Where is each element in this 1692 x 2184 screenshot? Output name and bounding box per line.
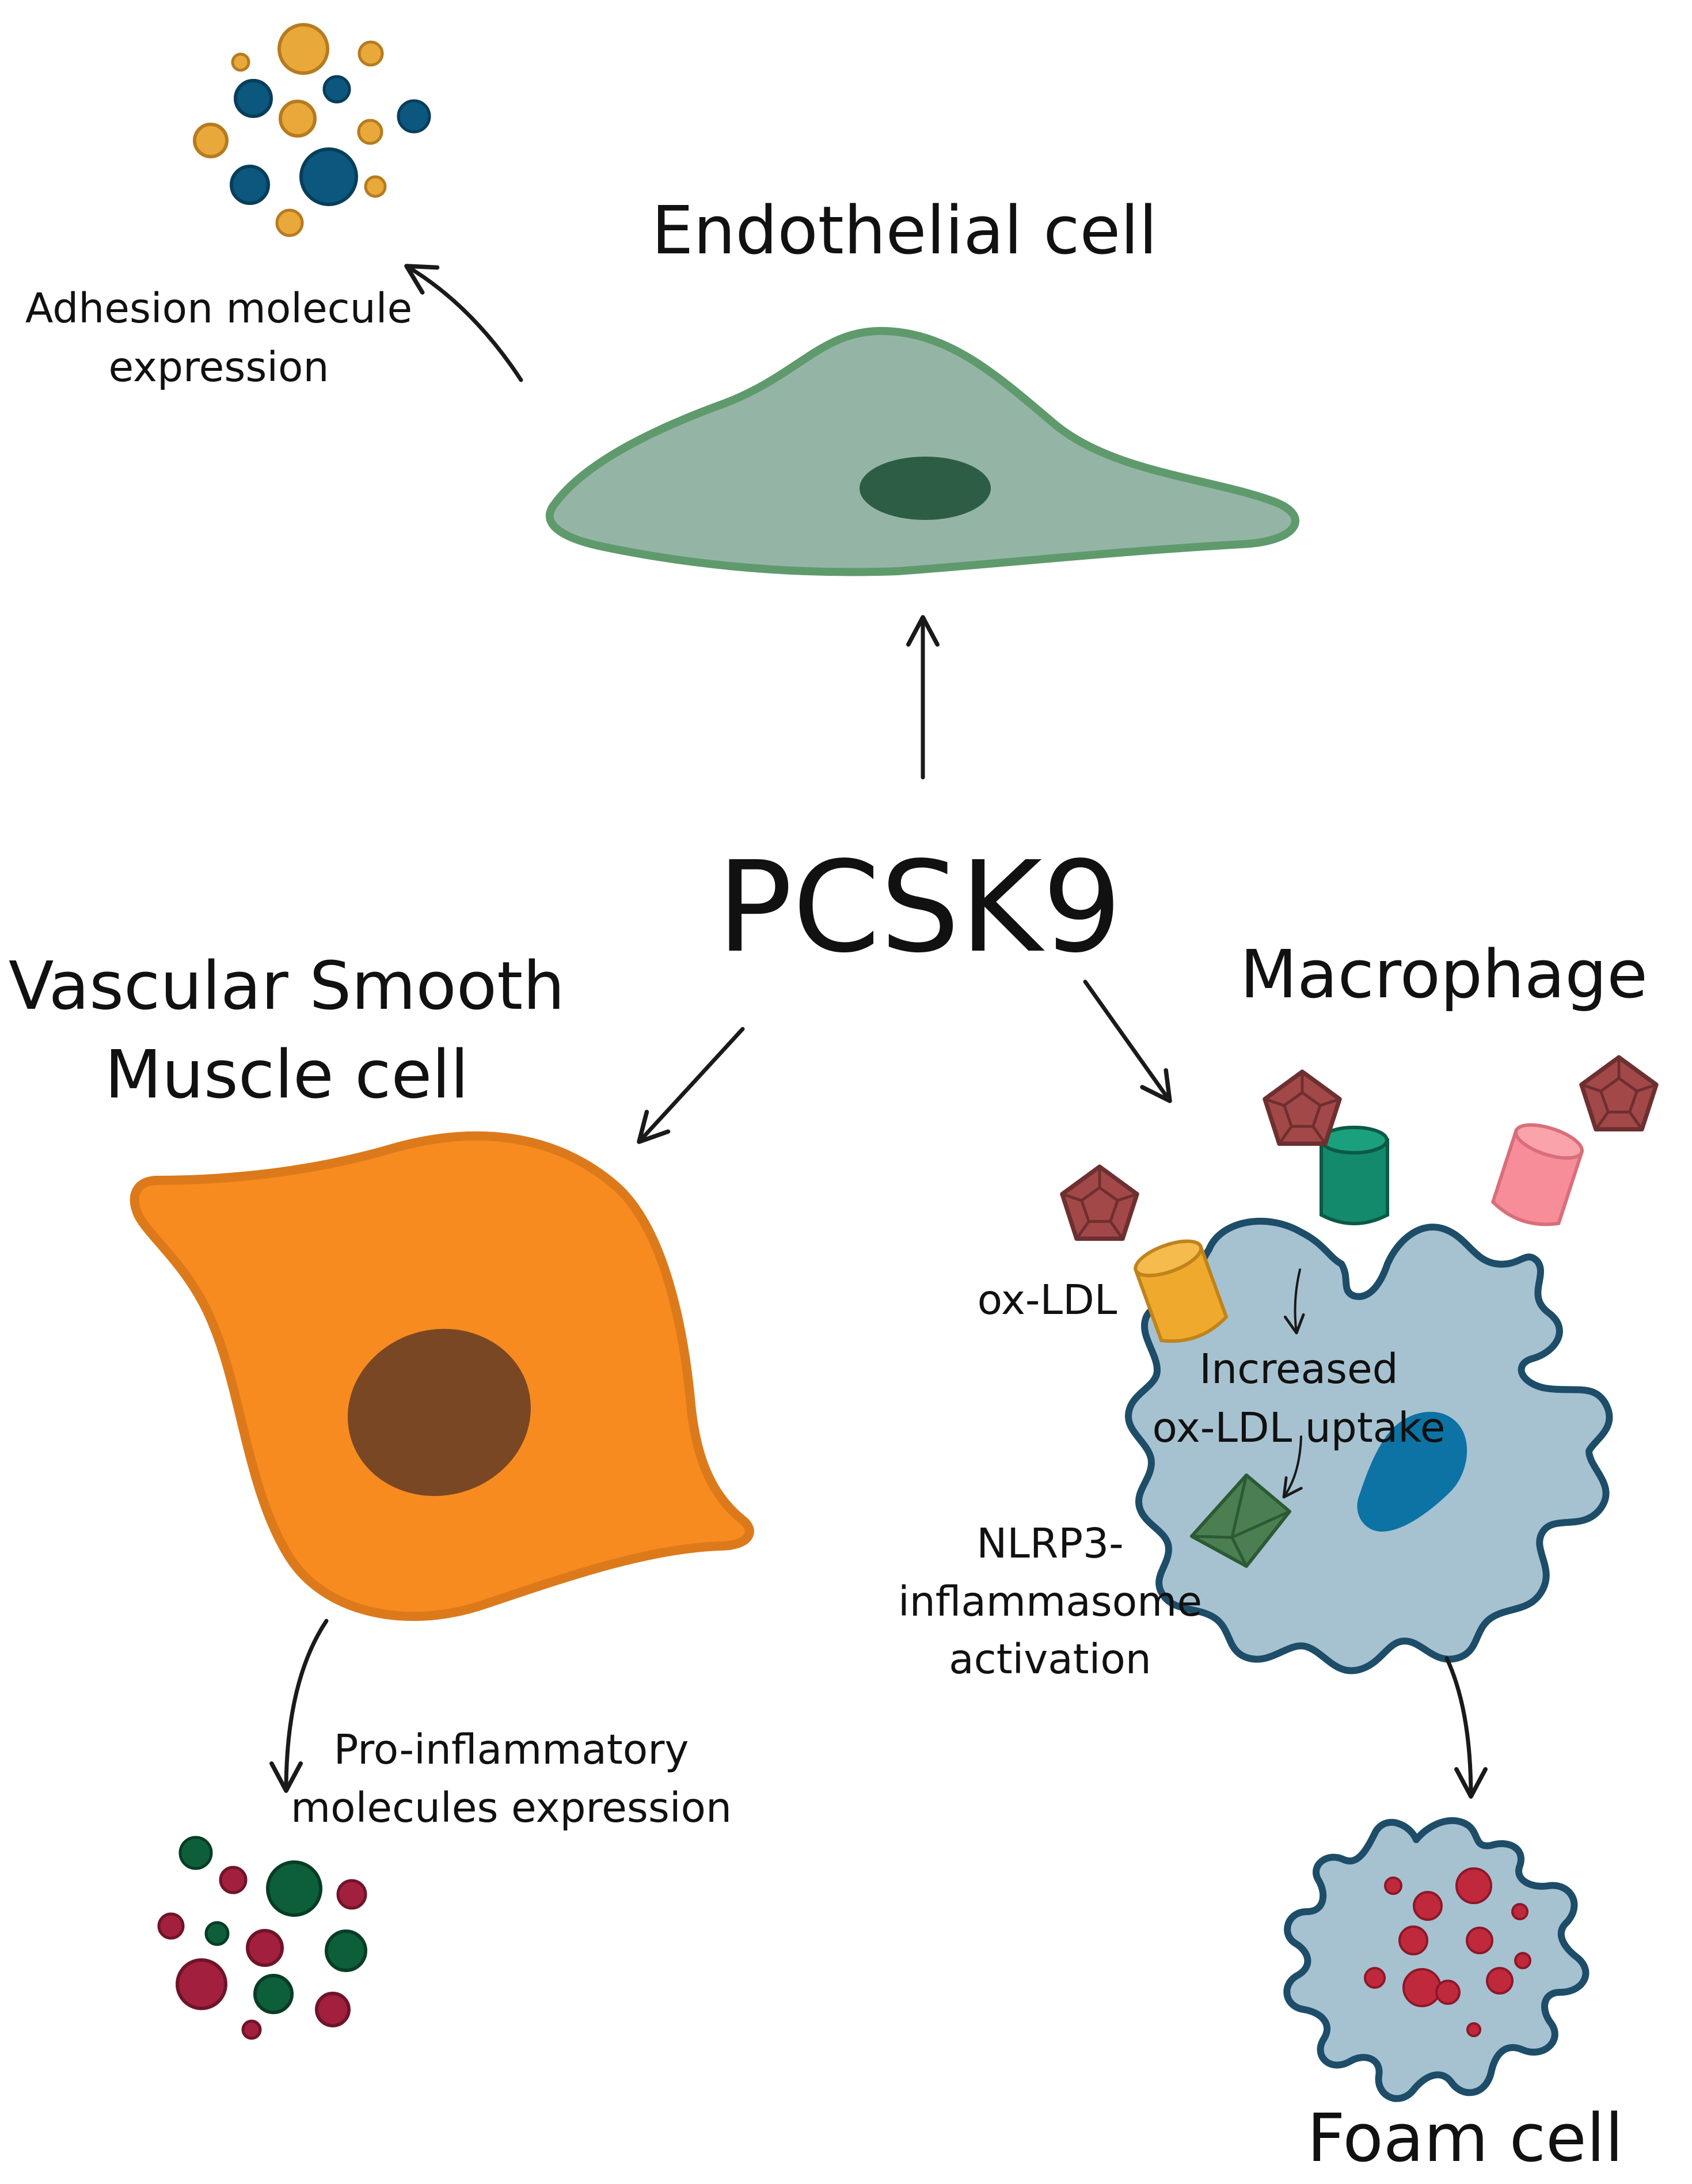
endothelial-cell-icon [545, 326, 1299, 576]
foam-cell-title: Foam cell [1307, 2100, 1623, 2177]
receptor-icon [1133, 1239, 1229, 1343]
proinflammatory-molecule-dots [157, 1836, 367, 2040]
inflammasome-icon [1190, 1473, 1291, 1568]
ox-ldl-particle-icon [1581, 1057, 1656, 1129]
macrophage-nucleus [1357, 1411, 1467, 1532]
nlrp3-label-line1: NLRP3- [976, 1520, 1124, 1567]
adhesion-label-line1: Adhesion molecule [25, 284, 412, 332]
nlrp3-label-line2: inflammasome [898, 1578, 1202, 1625]
oxldl-label: ox-LDL [978, 1276, 1117, 1324]
arrow-pcsk9-to-macrophage [1083, 979, 1172, 1103]
vascular-smooth-muscle-cell-icon [130, 1131, 754, 1621]
arrow-pcsk9-to-vsmc [637, 1027, 745, 1144]
adhesion-molecule-dots [193, 23, 431, 237]
proinflammatory-label-line2: molecules expression [291, 1784, 732, 1832]
uptake-label-line2: ox-LDL uptake [1153, 1404, 1446, 1452]
receptor-icon [1320, 1126, 1389, 1225]
receptor-icon [1491, 1123, 1584, 1226]
uptake-label-line1: Increased [1199, 1345, 1398, 1393]
vsmc-title-line2: Muscle cell [105, 1036, 469, 1114]
adhesion-label-line2: expression [109, 343, 329, 391]
arrow-endothelial-to-adhesion [404, 264, 523, 382]
endothelial-cell-title: Endothelial cell [652, 192, 1157, 269]
macrophage-icon [1125, 1218, 1613, 1674]
vsmc-title-line1: Vascular Smooth [9, 948, 565, 1025]
macrophage-title: Macrophage [1240, 936, 1648, 1013]
proinflammatory-label-line1: Pro-inflammatory [334, 1726, 689, 1773]
pcsk9-label: PCSK9 [717, 835, 1122, 981]
ox-ldl-particle-icon [1265, 1072, 1340, 1144]
arrow-receptor-to-uptake [1283, 1268, 1305, 1335]
foam-cell-icon [1283, 1817, 1590, 2102]
arrow-macrophage-to-foam [1444, 1656, 1488, 1799]
arrow-vsmc-to-proinflammatory [269, 1619, 329, 1793]
arrow-uptake-to-nlrp3 [1282, 1435, 1303, 1499]
nlrp3-label-line3: activation [949, 1635, 1151, 1683]
ox-ldl-particle-icon [1062, 1167, 1137, 1239]
